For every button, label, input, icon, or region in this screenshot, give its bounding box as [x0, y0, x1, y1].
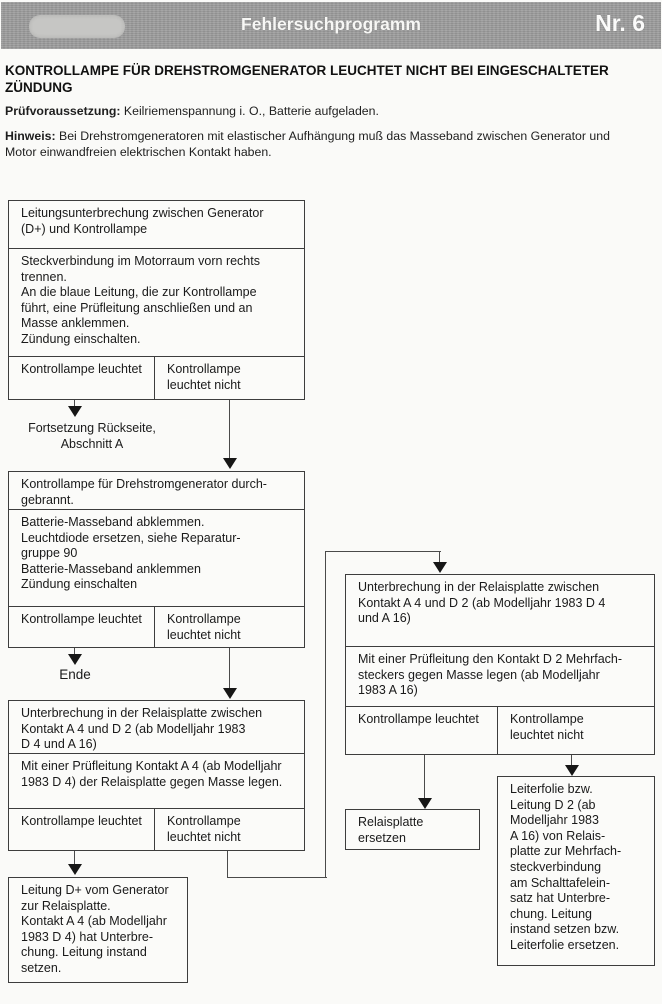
flow-connector-segment [227, 877, 327, 878]
note-text: Bei Drehstromgeneratoren mit elastischer… [5, 129, 610, 159]
arrow-down-icon [68, 864, 82, 875]
flow-line [571, 755, 572, 767]
arrow-down-icon [223, 458, 237, 469]
flow-line [74, 648, 75, 655]
note-line: Hinweis: Bei Drehstromgeneratoren mit el… [5, 129, 655, 160]
flow-box-fix-wire: Leitung D+ vom Generator zur Relaisplatt… [8, 877, 188, 983]
precondition-text: Keilriemenspannung i. O., Batterie aufge… [123, 104, 379, 118]
precondition-line: Prüfvoraussetzung: Keilriemenspannung i.… [5, 104, 655, 120]
page-title: KONTROLLAMPE FÜR DREHSTROMGENERATOR LEUC… [5, 63, 609, 95]
result-lamp-on-right: Kontrollampe leuchtet [346, 707, 498, 754]
flow-result-row-right: Kontrollampe leuchtet Kontrollampe leuch… [345, 706, 655, 755]
flow-connector-segment [439, 551, 440, 564]
flow-box-action-right: Mit einer Prüfleitung den Kontakt D 2 Me… [345, 646, 655, 708]
flow-connector-segment [325, 551, 441, 552]
result-lamp-on-1: Kontrollampe leuchtet [9, 357, 155, 399]
result-lamp-off-right: Kontrollampe leuchtet nicht [510, 712, 584, 742]
flow-box-problem-1: Leitungsunterbrechung zwischen Generator… [8, 200, 305, 250]
flow-box-problem-2: Kontrollampe für Drehstromgenerator durc… [8, 471, 305, 511]
result-lamp-on-3: Kontrollampe leuchtet [9, 809, 155, 850]
arrow-down-icon [565, 765, 579, 776]
arrow-down-icon [68, 654, 82, 665]
result-lamp-on-2: Kontrollampe leuchtet [9, 607, 155, 647]
flow-line [74, 400, 75, 408]
flow-label-end: Ende [59, 667, 91, 682]
header-bar: Fehlersuchprogramm Nr. 6 [1, 2, 661, 49]
flow-connector-segment [227, 851, 228, 878]
arrow-down-icon [418, 798, 432, 809]
arrow-down-icon [433, 562, 447, 573]
flow-box-problem-3: Unterbrechung in der Relaisplatte zwisch… [8, 700, 305, 755]
flow-box-problem-right: Unterbrechung in der Relaisplatte zwisch… [345, 574, 655, 648]
flow-box-action-1: Steckverbindung im Motorraum vorn rechts… [8, 248, 305, 358]
flow-line [424, 755, 425, 800]
header-number: Nr. 6 [595, 10, 645, 36]
flow-result-row-3: Kontrollampe leuchtet Kontrollampe leuch… [8, 808, 305, 851]
result-lamp-off-1: Kontrollampe leuchtet nicht [167, 362, 241, 392]
precondition-label: Prüfvoraussetzung: [5, 104, 121, 118]
flow-box-fix-foil: Leiterfolie bzw. Leitung D 2 (ab Modellj… [497, 776, 655, 966]
flow-label-continuation: Fortsetzung Rückseite, Abschnitt A [28, 421, 156, 451]
flow-result-row-2: Kontrollampe leuchtet Kontrollampe leuch… [8, 606, 305, 648]
result-lamp-off-2: Kontrollampe leuchtet nicht [167, 612, 241, 642]
flow-box-action-3: Mit einer Prüfleitung Kontakt A 4 (ab Mo… [8, 753, 305, 810]
flow-connector-segment [325, 551, 326, 878]
result-lamp-off-3: Kontrollampe leuchtet nicht [167, 814, 241, 844]
erased-logo [29, 15, 125, 38]
arrow-down-icon [223, 688, 237, 699]
flow-result-row-1: Kontrollampe leuchtet Kontrollampe leuch… [8, 356, 305, 400]
flow-box-fix-relay: Relaisplatte ersetzen [345, 809, 480, 850]
flow-line [229, 400, 230, 460]
flow-line [229, 648, 230, 690]
arrow-down-icon [68, 406, 82, 417]
flow-box-action-2: Batterie-Masseband abklemmen. Leuchtdiod… [8, 509, 305, 608]
flow-line [74, 851, 75, 866]
header-title: Fehlersuchprogramm [241, 14, 421, 34]
note-label: Hinweis: [5, 129, 56, 143]
